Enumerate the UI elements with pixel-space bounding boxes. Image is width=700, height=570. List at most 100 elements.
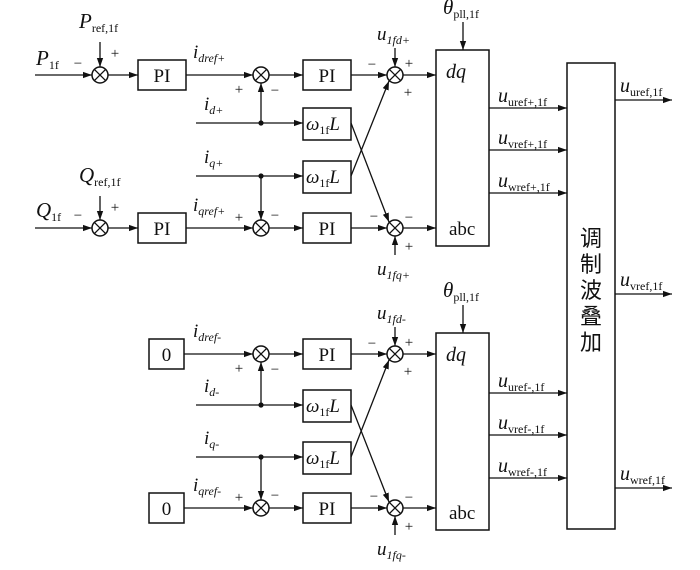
upper-id-measured-label-base: i <box>204 94 209 115</box>
lower-pi-d-label: PI <box>319 345 336 366</box>
upper-pi-d-block <box>302 59 352 91</box>
upper-ud-feedforward-label-base: u <box>377 24 387 45</box>
lower-wl-q-label-base: ω <box>306 448 319 469</box>
lower-vq-minus-sign: − <box>370 489 378 505</box>
lower-uref-label-base: u <box>498 370 508 392</box>
upper-ud-feedforward-label: u1fd+ <box>377 24 410 47</box>
output-wref-label: uwref,1f <box>620 463 665 487</box>
lower-zero-bottom-block <box>148 492 185 524</box>
upper-vq-plus-bottom-sign: + <box>405 239 413 255</box>
lower-wl-d-label-tail: L <box>328 396 340 417</box>
lower-wref-label-subscript: wref-,1f <box>508 465 547 479</box>
lower-idref-label-base: i <box>193 321 198 342</box>
upper-vref-label-base: u <box>498 127 508 149</box>
upper-q-plus-sign: + <box>111 200 119 216</box>
lower-vq-minus-cross-sign: − <box>405 490 413 506</box>
lower-vref-label-subscript: vref-,1f <box>508 422 544 436</box>
lower-vref-label: uvref-,1f <box>498 412 544 436</box>
lower-wl-q-label-subscript: 1f <box>319 457 329 471</box>
upper-theta-label-subscript: pll,1f <box>453 7 479 21</box>
upper-q-minus-sign: − <box>74 208 82 224</box>
upper-pi-p-label: PI <box>154 66 171 87</box>
lower-theta-label: θpll,1f <box>443 278 479 304</box>
upper-vd-sum-junction <box>386 66 404 84</box>
lower-vref-label-base: u <box>498 412 508 434</box>
upper-id-measured-label-subscript: d+ <box>209 103 223 117</box>
upper-cross-wire-q-to-d <box>350 80 390 177</box>
lower-iq-sum-junction <box>252 499 270 517</box>
lower-vq-sum-junction <box>386 499 404 517</box>
upper-q-sum-junction <box>91 219 109 237</box>
upper-idref-label: idref+ <box>193 42 225 65</box>
output-vref-label: uvref,1f <box>620 269 662 293</box>
lower-iqref-label-base: i <box>193 475 198 496</box>
upper-iqref-label: iqref+ <box>193 195 225 218</box>
upper-p-input-label: P1f <box>35 46 59 72</box>
upper-iq-measured-label: iq+ <box>204 147 223 170</box>
modulation-char-1: 调 <box>580 227 602 252</box>
upper-p-ref-label-base: P <box>78 9 92 33</box>
lower-wl-d-label-subscript: 1f <box>319 405 329 419</box>
upper-uq-feedforward-label-subscript: 1fq+ <box>387 268 410 282</box>
lower-idref-label: idref- <box>193 321 221 344</box>
lower-wl-d-label: ω1fL <box>306 396 340 419</box>
upper-wl-q-label-subscript: 1f <box>319 176 329 190</box>
lower-wl-q-block <box>302 441 352 475</box>
lower-zero-top-label: 0 <box>162 345 172 366</box>
lower-cross-wire-q-to-d <box>350 359 390 458</box>
lower-id-measured-label: id- <box>204 376 219 399</box>
lower-ud-feedforward-label-subscript: 1fd- <box>387 312 406 326</box>
lower-zero-bottom-label: 0 <box>162 499 172 520</box>
upper-vq-minus-sign: − <box>370 209 378 225</box>
upper-p-sum-junction <box>91 66 109 84</box>
modulation-char-5: 加 <box>580 331 602 356</box>
lower-uref-label-subscript: uref-,1f <box>508 380 544 394</box>
upper-q-ref-label-subscript: ref,1f <box>94 175 120 189</box>
lower-wref-label-base: u <box>498 455 508 477</box>
lower-pi-d-block <box>302 338 352 370</box>
lower-wl-d-block <box>302 389 352 423</box>
lower-iq-plus-sign: + <box>235 490 243 506</box>
lower-zero-top-block <box>148 338 185 370</box>
lower-wl-q-label: ω1fL <box>306 448 340 471</box>
upper-idref-label-subscript: dref+ <box>198 51 225 65</box>
lower-wl-d-label-base: ω <box>306 396 319 417</box>
upper-wl-q-block <box>302 160 352 194</box>
upper-q-input-label-base: Q <box>36 198 51 222</box>
upper-q-ref-label: Qref,1f <box>79 163 121 189</box>
output-wref-label-base: u <box>620 463 630 485</box>
lower-id-minus-sign: − <box>271 362 279 378</box>
upper-pi-q-label: PI <box>154 219 171 240</box>
lower-iq-minus-sign: − <box>271 488 279 504</box>
lower-uq-feedforward-label-subscript: 1fq- <box>387 548 406 562</box>
signal-labels: PIPIP1fPref,1f−+Q1fQref,1f−+idref+iqref+… <box>35 0 665 562</box>
upper-vref-label: uvref+,1f <box>498 127 547 151</box>
upper-ud-feedforward-label-subscript: 1fd+ <box>387 33 410 47</box>
lower-ud-feedforward-label: u1fd- <box>377 303 406 326</box>
upper-vd-plus-top-sign: + <box>405 56 413 72</box>
upper-id-measured-label: id+ <box>204 94 223 117</box>
lower-iq-measured-label-subscript: q- <box>209 437 219 451</box>
lower-iq-measured-label-base: i <box>204 428 209 449</box>
output-vref-label-subscript: vref,1f <box>630 279 662 293</box>
lower-id-measured-label-base: i <box>204 376 209 397</box>
lower-pi-q-current-block <box>302 492 352 524</box>
modulation-superposition-block <box>566 62 616 530</box>
lower-pi-q-current-label: PI <box>319 499 336 520</box>
upper-p-plus-sign: + <box>111 46 119 62</box>
upper-p-input-label-subscript: 1f <box>49 58 59 72</box>
upper-p-minus-sign: − <box>74 56 82 72</box>
upper-theta-label: θpll,1f <box>443 0 479 21</box>
upper-vq-sum-junction <box>386 219 404 237</box>
upper-vq-minus-cross-sign: − <box>405 210 413 226</box>
upper-q-ref-label-base: Q <box>79 163 94 187</box>
output-uref-label-subscript: uref,1f <box>630 85 662 99</box>
lower-vq-plus-bottom-sign: + <box>405 519 413 535</box>
upper-pi-q-current-block <box>302 212 352 244</box>
upper-iq-minus-sign: − <box>271 208 279 224</box>
lower-theta-label-base: θ <box>443 278 453 302</box>
upper-abc-label: abc <box>449 219 475 240</box>
lower-id-plus-sign: + <box>235 361 243 377</box>
output-vref-label-base: u <box>620 269 630 291</box>
